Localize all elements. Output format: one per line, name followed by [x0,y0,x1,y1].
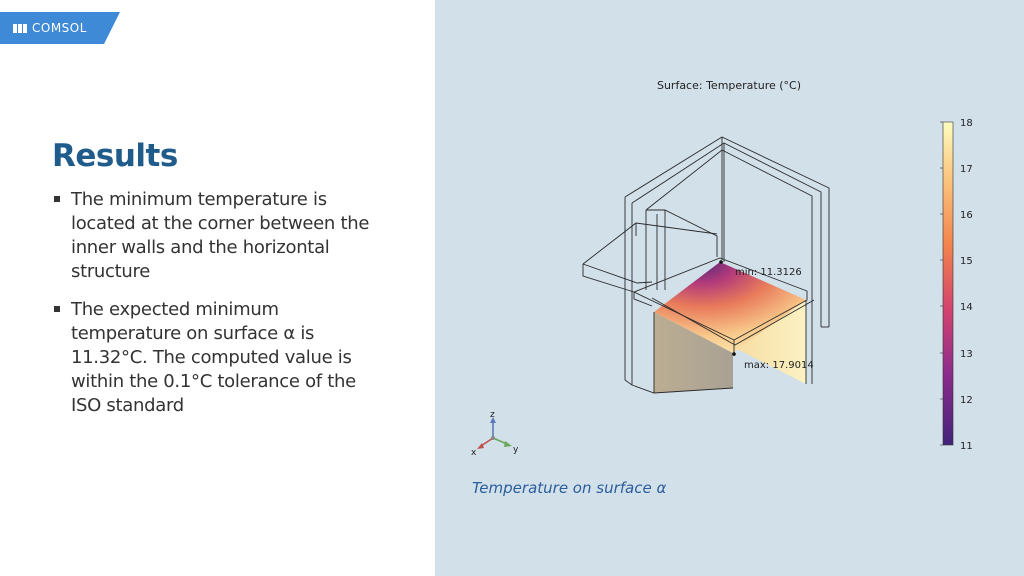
bullet-item: The minimum temperature is located at th… [52,188,382,284]
max-label: max: 17.9014 [744,360,814,371]
logo-tab [0,12,120,44]
comsol-logo-icon [13,24,27,33]
figure-caption: Temperature on surface α [472,479,667,497]
min-marker [719,260,723,264]
axis-triad-icon: z x y [471,410,519,458]
slide-title: Results [52,138,178,174]
surface-alpha [654,262,806,393]
colorbar-ticks: 18 17 16 15 14 13 12 11 [960,118,973,452]
colorbar [942,121,954,446]
colorbar-tick-label: 11 [960,441,973,452]
axis-y-label: y [513,445,519,455]
bullet-square-icon [54,196,60,202]
colorbar-tick-label: 14 [960,302,973,313]
colorbar-tick-label: 16 [960,210,973,221]
plot-title: Surface: Temperature (°C) [657,79,801,92]
wireframe-geometry [582,136,830,394]
bullet-square-icon [54,306,60,312]
bullet-text: The minimum temperature is located at th… [71,189,370,282]
colorbar-tick-label: 18 [960,118,973,129]
logo-text: COMSOL [32,21,87,35]
min-label: min: 11.3126 [735,267,802,278]
bullet-text: The expected minimum temperature on surf… [71,299,356,416]
colorbar-tick-label: 15 [960,256,973,267]
temperature-plot: Surface: Temperature (°C) [471,79,973,458]
bullet-list: The minimum temperature is located at th… [52,188,382,432]
bullet-item: The expected minimum temperature on surf… [52,298,382,418]
colorbar-tick-label: 17 [960,164,973,175]
colorbar-tick-label: 12 [960,395,973,406]
axis-z-label: z [490,410,495,420]
colorbar-tick-marks [940,121,943,446]
axis-x-label: x [471,448,477,458]
colorbar-tick-label: 13 [960,349,973,360]
max-marker [732,352,736,356]
